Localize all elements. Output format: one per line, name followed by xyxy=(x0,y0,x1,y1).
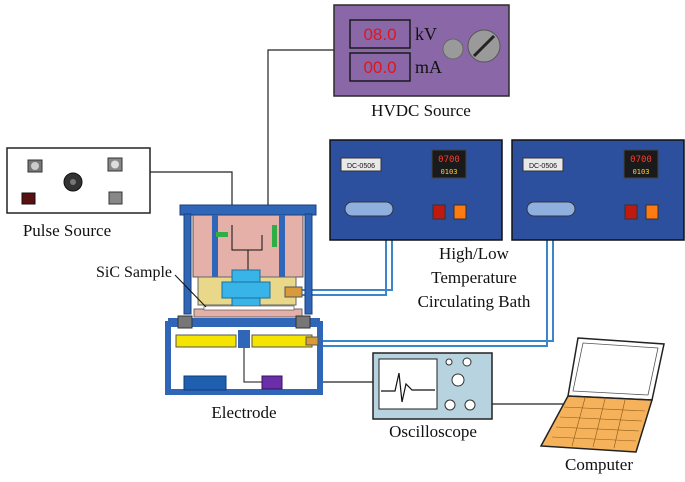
hvdc-wire xyxy=(267,49,334,205)
lower-electrode-right xyxy=(251,334,313,348)
top-plate xyxy=(179,204,317,216)
voltage-unit: kV xyxy=(415,24,437,44)
right-rod xyxy=(304,213,313,315)
pipe-bottom-out xyxy=(316,240,554,342)
bath-unit-1: DC-0506 0700 0103 xyxy=(329,139,503,241)
bath-label-line-1: High/Low xyxy=(439,244,510,263)
knob-pointer xyxy=(472,34,496,58)
bath-1-switch-1 xyxy=(432,204,446,220)
pulse-source: Pulse Source xyxy=(6,147,151,240)
lower-top-plate xyxy=(168,318,320,326)
hvdc-indicator-knob xyxy=(442,38,464,60)
scope-knob-5 xyxy=(464,399,476,411)
pulse-knob-center xyxy=(70,179,76,185)
bath-1-switch-2 xyxy=(453,204,467,220)
pulse-connector-2-pin xyxy=(111,160,119,169)
sample-pointer xyxy=(174,274,207,308)
electrode-apparatus: SiC Sample Electrode xyxy=(96,204,323,422)
bath-1-model-plate xyxy=(340,157,382,172)
scope-waveform xyxy=(381,372,435,403)
clamp-right xyxy=(295,315,311,329)
pulse-label: Pulse Source xyxy=(23,221,111,240)
lower-electrode-left xyxy=(175,334,237,348)
scope-screen xyxy=(378,358,438,410)
pulse-power-switch xyxy=(21,192,36,205)
bath-2-model: DC-0506 xyxy=(529,163,557,170)
laptop-screen-inner xyxy=(572,342,659,396)
sample-label: SiC Sample xyxy=(96,264,172,281)
oscilloscope: Oscilloscope xyxy=(372,352,493,441)
oscilloscope-label: Oscilloscope xyxy=(389,422,477,441)
bath-2-name-plate xyxy=(526,201,576,217)
electrode-label: Electrode xyxy=(211,403,276,422)
scope-knob-1 xyxy=(445,358,453,366)
resistor-green-2 xyxy=(216,232,228,237)
bath-1-name-plate xyxy=(344,201,394,217)
bath-1-model: DC-0506 xyxy=(347,163,375,170)
inner-rod-left xyxy=(212,215,218,277)
coolant-fitting-top xyxy=(284,286,303,298)
pipe-top-in xyxy=(302,240,387,296)
bath-2-controller xyxy=(623,149,659,179)
bath-2-display-bottom: 0103 xyxy=(633,168,650,176)
bath-label-line-3: Circulating Bath xyxy=(418,292,531,311)
bath-1-display-top: 0700 xyxy=(438,155,460,165)
ground-post xyxy=(238,330,250,348)
base-block xyxy=(183,375,227,391)
bath-label-line-2: Temperature xyxy=(431,268,517,287)
sic-sample xyxy=(203,305,295,311)
clamp-left xyxy=(177,315,193,329)
computer-label: Computer xyxy=(565,455,633,474)
laptop-keys xyxy=(551,397,646,449)
inner-circuit xyxy=(231,225,263,251)
coolant-pipes xyxy=(302,240,554,347)
bath-1-panel xyxy=(329,139,503,241)
scope-knob-4 xyxy=(444,399,456,411)
inner-rod-right xyxy=(279,215,285,277)
bath-2-model-plate xyxy=(522,157,564,172)
bath-2-switch-2 xyxy=(645,204,659,220)
coolant-fitting-bottom xyxy=(305,336,319,346)
bath-1-display-bottom: 0103 xyxy=(441,168,458,176)
resistor-green-1 xyxy=(272,225,277,247)
ground-lead xyxy=(243,348,262,383)
bath-label: High/Low Temperature Circulating Bath xyxy=(418,244,531,311)
current-display xyxy=(349,52,411,82)
current-value: 00.0 xyxy=(363,58,396,77)
pulse-connector-3 xyxy=(108,191,123,205)
cable-connector xyxy=(261,375,283,390)
current-unit: mA xyxy=(415,57,442,77)
pulse-connector-1-pin xyxy=(31,162,39,170)
hvdc-label: HVDC Source xyxy=(371,101,471,120)
voltage-display xyxy=(349,19,411,49)
pipe-top-out xyxy=(302,240,393,291)
electrode-cross xyxy=(221,281,271,299)
voltage-value: 08.0 xyxy=(363,25,396,44)
bath-2-display-top: 0700 xyxy=(630,155,652,165)
pulse-wire xyxy=(150,171,233,205)
bath-1-controller xyxy=(431,149,467,179)
hvdc-source: 08.0 00.0 kV mA HVDC Source xyxy=(333,4,510,120)
bath-unit-2: DC-0506 0700 0103 xyxy=(511,139,685,241)
computer: Computer xyxy=(539,337,665,474)
scope-knob-2 xyxy=(462,357,472,367)
scope-knob-3 xyxy=(451,373,465,387)
left-rod xyxy=(183,213,192,315)
bath-2-switch-1 xyxy=(624,204,638,220)
pipe-bottom-in xyxy=(316,240,548,347)
